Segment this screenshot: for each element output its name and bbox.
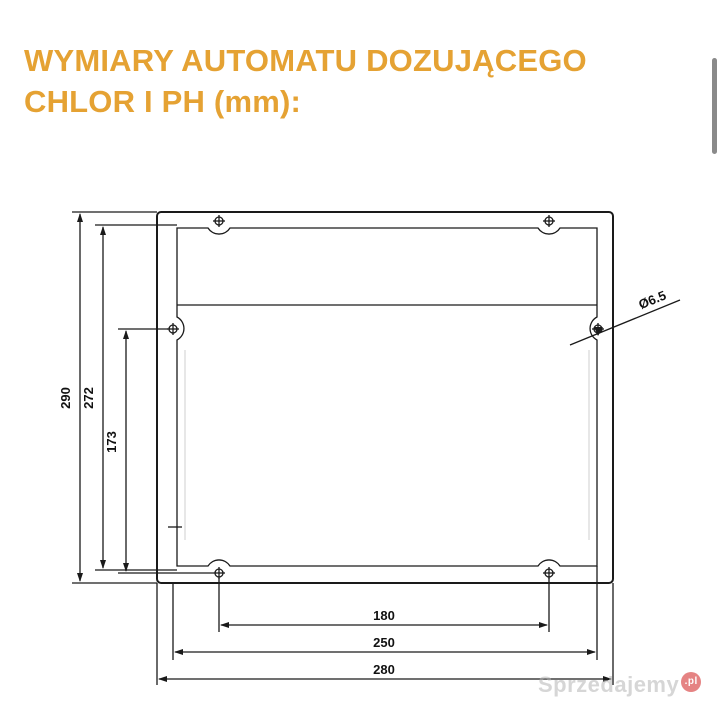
page-title: WYMIARY AUTOMATU DOZUJĄCEGO CHLOR I PH (… — [24, 40, 664, 122]
hole-diameter-label: Ø6.5 — [636, 288, 668, 312]
dim-label-173: 173 — [104, 431, 119, 453]
watermark-badge: .pl — [681, 672, 702, 692]
watermark-text: Sprzedajemy — [538, 672, 680, 697]
title-line-2: CHLOR I PH (mm): — [24, 84, 302, 119]
title-line-1: WYMIARY AUTOMATU DOZUJĄCEGO — [24, 43, 587, 78]
dim-label-250: 250 — [373, 635, 395, 650]
watermark: Sprzedajemy.pl — [538, 672, 702, 700]
dim-label-272: 272 — [81, 387, 96, 409]
housing-outline — [156, 211, 614, 584]
dim-label-290: 290 — [58, 387, 73, 409]
inner-frame — [176, 227, 598, 567]
scrollbar[interactable] — [712, 58, 717, 154]
dim-label-280: 280 — [373, 662, 395, 677]
mounting-holes — [167, 215, 604, 579]
hole-leader — [569, 299, 681, 346]
dim-label-180: 180 — [373, 608, 395, 623]
